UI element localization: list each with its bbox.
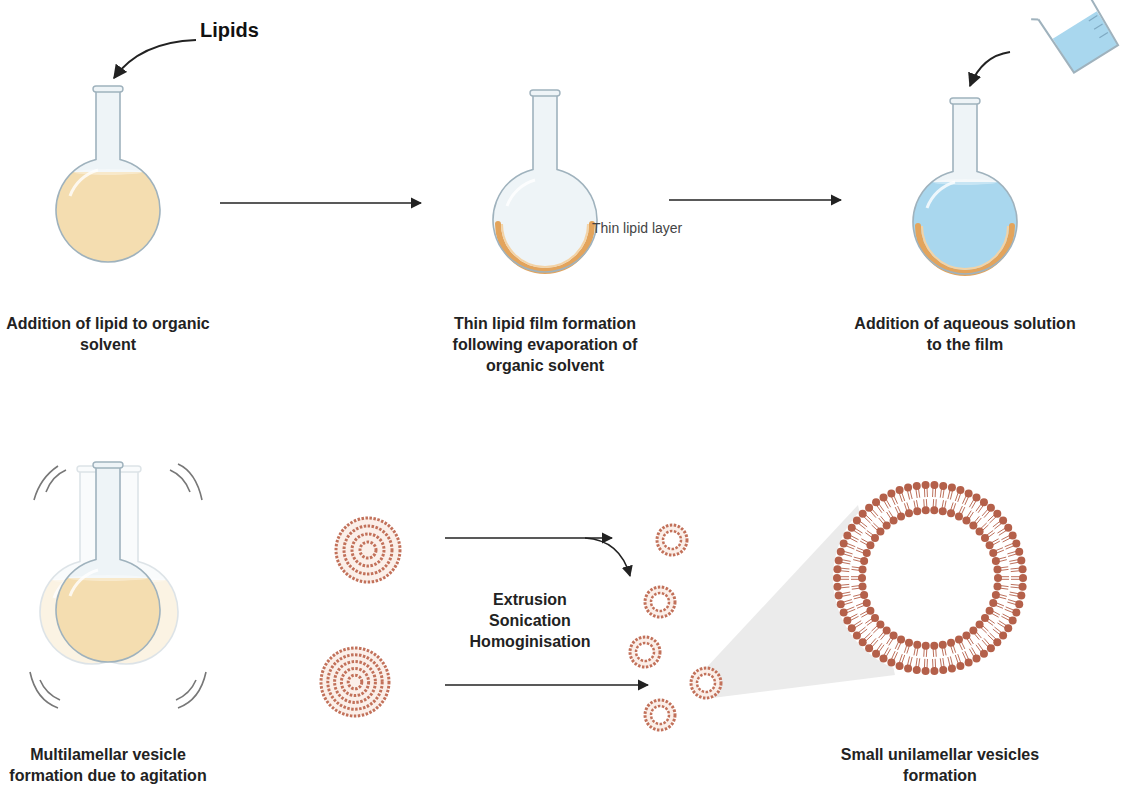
step-arrow [220, 202, 421, 204]
stage-caption: Thin lipid film formation following evap… [431, 314, 659, 376]
pour-arrow [970, 52, 1010, 86]
small-vesicle [645, 700, 675, 730]
process-arrows [445, 538, 648, 685]
annotation-label: Thin lipid layer [592, 219, 682, 237]
process-label: Extrusion Sonication Homoginisation [458, 590, 602, 652]
stage-caption: Addition of aqueous solution to the film [851, 314, 1079, 356]
stage-figure: Small unilamellar vesicles formation [805, 470, 1075, 791]
stage-caption: Addition of lipid to organic solvent [6, 314, 210, 356]
stage-caption: Small unilamellar vesicles formation [811, 745, 1069, 787]
flask [911, 98, 1019, 278]
zoom-cone [706, 505, 895, 698]
small-vesicle [630, 637, 660, 667]
small-vesicle [657, 525, 687, 555]
multilamellar-vesicle [321, 648, 389, 716]
multilamellar-vesicle [336, 518, 400, 582]
beaker [1031, 0, 1120, 77]
stage-figure: Multilamellar vesicle formation due to a… [0, 455, 216, 791]
stage-caption: Multilamellar vesicle formation due to a… [6, 745, 210, 787]
unilamellar-vesicle [833, 481, 1027, 675]
pointer-label: Lipids [200, 17, 259, 43]
small-vesicle [645, 587, 675, 617]
pointer-arrow [114, 40, 196, 78]
agitated-flask [30, 462, 206, 708]
flask [493, 90, 597, 272]
step-arrow [669, 199, 841, 201]
flask [54, 86, 162, 266]
small-vesicle [691, 668, 721, 698]
flask [54, 462, 162, 666]
stage-figure: Addition of lipid to organic solvent [0, 80, 216, 360]
stage-figure: Addition of aqueous solution to the film [845, 80, 1085, 360]
